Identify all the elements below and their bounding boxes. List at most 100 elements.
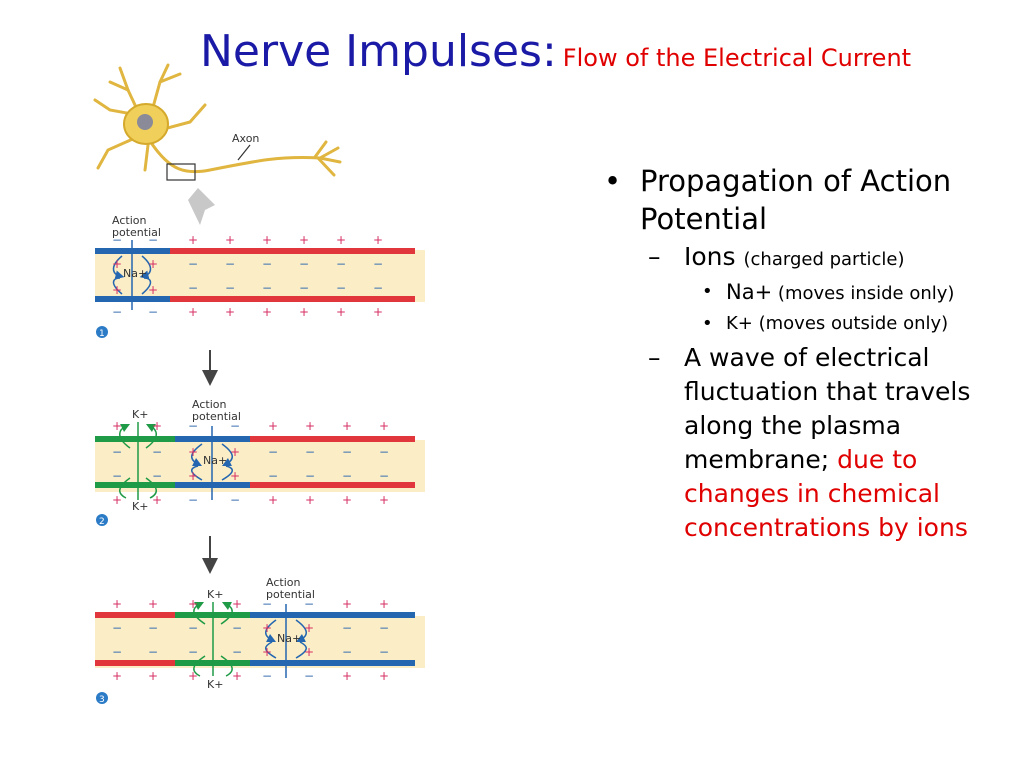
step-number-3: 3 bbox=[99, 695, 105, 705]
svg-text:+: + bbox=[152, 419, 162, 433]
svg-text:+: + bbox=[188, 469, 198, 483]
svg-text:−: − bbox=[152, 445, 162, 459]
svg-text:+: + bbox=[336, 305, 346, 319]
na-label-3: Na+ bbox=[277, 632, 301, 645]
svg-text:+: + bbox=[232, 597, 242, 611]
title-main: Nerve Impulses: bbox=[200, 26, 557, 77]
svg-text:−: − bbox=[230, 493, 240, 507]
action-potential-label-1: Action bbox=[112, 214, 146, 227]
action-potential-figure: Axon Action potential Na+ ++++++ ++++++ … bbox=[93, 63, 425, 705]
svg-text:+: + bbox=[112, 257, 122, 271]
svg-text:−: − bbox=[188, 621, 198, 635]
svg-text:+: + bbox=[188, 597, 198, 611]
panel-step-3: Action potential K+ Na+ K+ + + + + + + + + + + + +… bbox=[95, 576, 425, 705]
k-label-3a: K+ bbox=[207, 588, 223, 601]
svg-text:−: − bbox=[112, 645, 122, 659]
svg-text:−: − bbox=[188, 645, 198, 659]
action-potential-label-2b: potential bbox=[192, 410, 241, 423]
na-label-2: Na+ bbox=[203, 454, 227, 467]
svg-text:+: + bbox=[148, 669, 158, 683]
svg-text:+: + bbox=[112, 419, 122, 433]
svg-text:+: + bbox=[262, 621, 272, 635]
svg-text:+: + bbox=[188, 233, 198, 247]
svg-text:−: − bbox=[299, 281, 309, 295]
svg-text:+: + bbox=[188, 669, 198, 683]
svg-text:+: + bbox=[268, 419, 278, 433]
slide-title: Nerve Impulses:Flow of the Electrical Cu… bbox=[200, 26, 911, 77]
svg-text:−: − bbox=[188, 493, 198, 507]
action-potential-label-3: Action bbox=[266, 576, 300, 589]
ions-main-text: Ions bbox=[684, 242, 736, 271]
action-potential-label-2: Action bbox=[192, 398, 226, 411]
svg-text:+: + bbox=[304, 621, 314, 635]
svg-text:−: − bbox=[268, 469, 278, 483]
svg-text:+: + bbox=[342, 597, 352, 611]
svg-text:−: − bbox=[148, 305, 158, 319]
svg-text:−: − bbox=[336, 257, 346, 271]
svg-text:+: + bbox=[148, 257, 158, 271]
panel-step-1: Action potential Na+ ++++++ ++++++ ++++ … bbox=[95, 214, 425, 339]
svg-text:+: + bbox=[299, 233, 309, 247]
svg-text:+: + bbox=[268, 493, 278, 507]
svg-text:−: − bbox=[299, 257, 309, 271]
svg-text:−: − bbox=[262, 597, 272, 611]
bullet-propagation-text: Propagation of Action Potential bbox=[640, 164, 952, 236]
svg-text:+: + bbox=[225, 233, 235, 247]
svg-text:−: − bbox=[262, 281, 272, 295]
svg-text:−: − bbox=[304, 669, 314, 683]
subbullet-wave: – A wave of electrical fluctuation that … bbox=[648, 343, 971, 542]
svg-text:−: − bbox=[262, 257, 272, 271]
axon-label: Axon bbox=[232, 132, 259, 145]
svg-text:+: + bbox=[342, 493, 352, 507]
svg-text:+: + bbox=[152, 493, 162, 507]
svg-text:−: − bbox=[336, 281, 346, 295]
subbullet-ions: – Ions (charged particle) bbox=[648, 242, 905, 271]
svg-text:+: + bbox=[112, 493, 122, 507]
k-label-2b: K+ bbox=[132, 500, 148, 513]
svg-text:+: + bbox=[379, 597, 389, 611]
svg-text:−: − bbox=[148, 645, 158, 659]
svg-text:+: + bbox=[188, 305, 198, 319]
svg-text:+: + bbox=[230, 469, 240, 483]
svg-text:+: + bbox=[232, 669, 242, 683]
panel-step-2: Action potential K+ Na+ K+ + + + + + + + + + + + +… bbox=[95, 398, 425, 527]
k-label-3b: K+ bbox=[207, 678, 223, 691]
svg-text:+: + bbox=[262, 305, 272, 319]
svg-text:−: − bbox=[188, 257, 198, 271]
wave-text-black: A wave of electrical fluctuation that tr… bbox=[684, 343, 971, 474]
svg-text:+: + bbox=[305, 419, 315, 433]
svg-text:+: + bbox=[379, 493, 389, 507]
svg-text:+: + bbox=[373, 305, 383, 319]
svg-text:+: + bbox=[262, 645, 272, 659]
svg-text:+: + bbox=[148, 597, 158, 611]
svg-text:−: − bbox=[112, 445, 122, 459]
title-subtitle: Flow of the Electrical Current bbox=[562, 44, 912, 72]
svg-text:−: − bbox=[342, 645, 352, 659]
neuron-illustration: Axon bbox=[93, 63, 342, 225]
svg-text:+: + bbox=[230, 445, 240, 459]
na-description: (moves inside only) bbox=[777, 283, 955, 304]
svg-text:−: − bbox=[148, 233, 158, 247]
svg-text:−: − bbox=[232, 621, 242, 635]
svg-text:−: − bbox=[262, 669, 272, 683]
svg-text:+: + bbox=[225, 305, 235, 319]
svg-text:−: − bbox=[112, 233, 122, 247]
k-label-2a: K+ bbox=[132, 408, 148, 421]
svg-text:+: + bbox=[299, 305, 309, 319]
svg-text:−: − bbox=[305, 445, 315, 459]
svg-text:−: − bbox=[342, 469, 352, 483]
svg-text:+: + bbox=[148, 283, 158, 297]
svg-text:+: + bbox=[112, 597, 122, 611]
wave-text-red: due to changes in chemical concentration… bbox=[684, 445, 968, 542]
svg-text:+: + bbox=[112, 669, 122, 683]
action-potential-label-3b: potential bbox=[266, 588, 315, 601]
svg-text:−: − bbox=[379, 469, 389, 483]
svg-text:+: + bbox=[336, 233, 346, 247]
svg-text:+: + bbox=[342, 669, 352, 683]
ions-paren-text: (charged particle) bbox=[743, 249, 905, 270]
na-label-1: Na+ bbox=[123, 267, 147, 280]
action-potential-label-1b: potential bbox=[112, 226, 161, 239]
svg-text:+: + bbox=[342, 419, 352, 433]
svg-text:−: − bbox=[112, 469, 122, 483]
step-number-2: 2 bbox=[99, 517, 105, 527]
